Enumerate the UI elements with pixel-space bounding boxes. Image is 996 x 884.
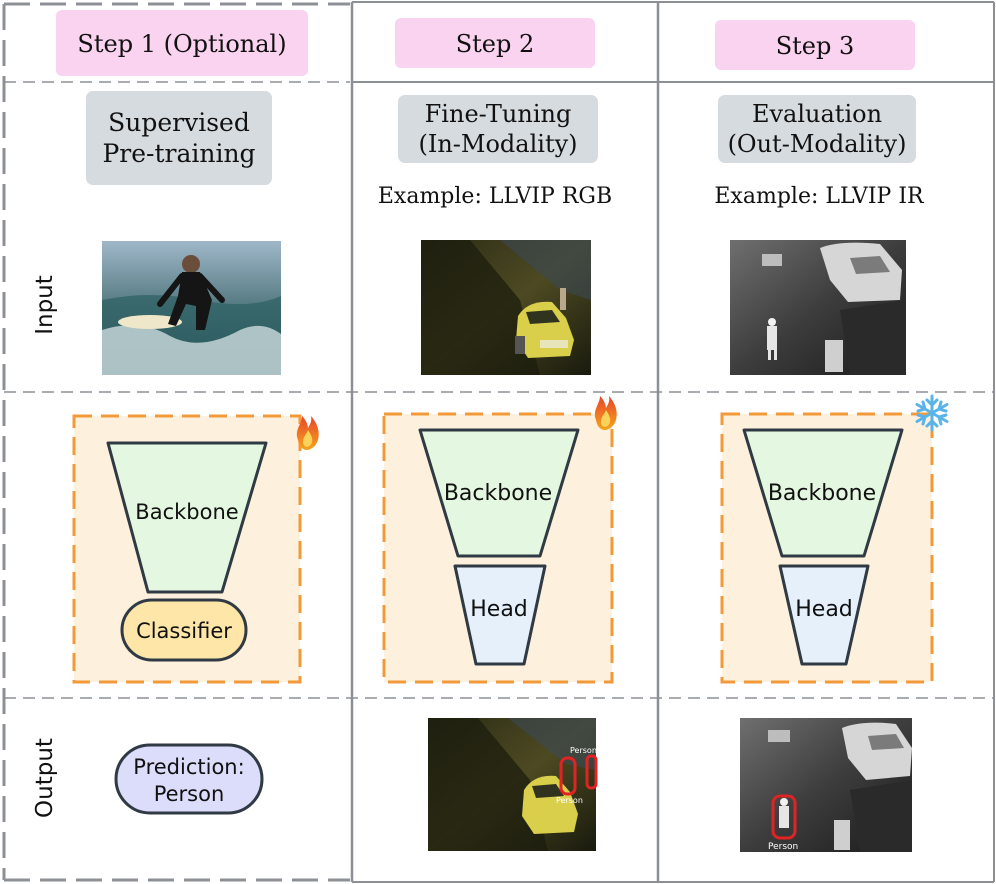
prediction-output: Prediction: Person [114, 743, 264, 815]
surfer-input-image [102, 241, 281, 375]
prediction-line-1: Prediction: [133, 755, 244, 779]
detection-label: Person [768, 842, 798, 852]
backbone-label: Backbone [444, 481, 552, 506]
stage-2-line-2: (In-Modality) [418, 130, 577, 158]
stage-supervised-pretraining: Supervised Pre-training [86, 91, 272, 185]
head-label: Head [470, 597, 528, 622]
step-3-label: Step 3 [776, 32, 855, 60]
row-label-output: Output [32, 738, 58, 818]
example-rgb-label: Example: LLVIP RGB [378, 184, 612, 209]
step-3-header: Step 3 [715, 20, 915, 70]
backbone-label: Backbone [768, 481, 876, 506]
fire-icon [296, 416, 319, 450]
head-block [453, 564, 547, 666]
classifier-block [120, 598, 248, 662]
head-block [778, 564, 870, 666]
detection-box [585, 754, 598, 790]
detection-label: Person [556, 796, 583, 805]
stage-evaluation: Evaluation (Out-Modality) [718, 95, 916, 163]
prediction-line-2: Person [154, 782, 225, 806]
example-ir-label: Example: LLVIP IR [714, 184, 925, 209]
detection-label: Person [570, 746, 597, 755]
snowflake-icon [915, 394, 949, 432]
model-fine-tuning: Backbone Head [382, 396, 617, 684]
step-2-header: Step 2 [395, 18, 595, 68]
model-evaluation: Backbone Head [720, 394, 949, 684]
llvip-rgb-input-image [421, 240, 591, 375]
backbone-label: Backbone [135, 500, 238, 524]
llvip-ir-input-image [730, 240, 906, 375]
stage-1-line-2: Pre-training [102, 139, 255, 168]
llvip-rgb-output-image: Person Person [428, 718, 598, 851]
llvip-ir-output-image: Person [740, 718, 912, 852]
stage-1-line-1: Supervised [108, 108, 250, 137]
stage-3-line-2: (Out-Modality) [728, 130, 907, 158]
fire-icon [594, 396, 617, 430]
model-pretraining: Backbone Classifier [72, 414, 319, 684]
backbone-block [106, 441, 268, 594]
stage-fine-tuning: Fine-Tuning (In-Modality) [398, 95, 598, 163]
detection-box [559, 756, 577, 796]
step-2-label: Step 2 [456, 30, 535, 58]
head-label: Head [795, 597, 853, 622]
step-1-header: Step 1 (Optional) [56, 10, 308, 76]
detection-box [771, 794, 797, 840]
classifier-label: Classifier [136, 619, 232, 643]
backbone-block [742, 428, 904, 558]
row-label-input: Input [32, 275, 58, 335]
stage-2-line-1: Fine-Tuning [425, 100, 572, 128]
step-1-label: Step 1 (Optional) [77, 30, 286, 58]
stage-3-line-1: Evaluation [752, 100, 882, 128]
backbone-block [418, 428, 580, 558]
